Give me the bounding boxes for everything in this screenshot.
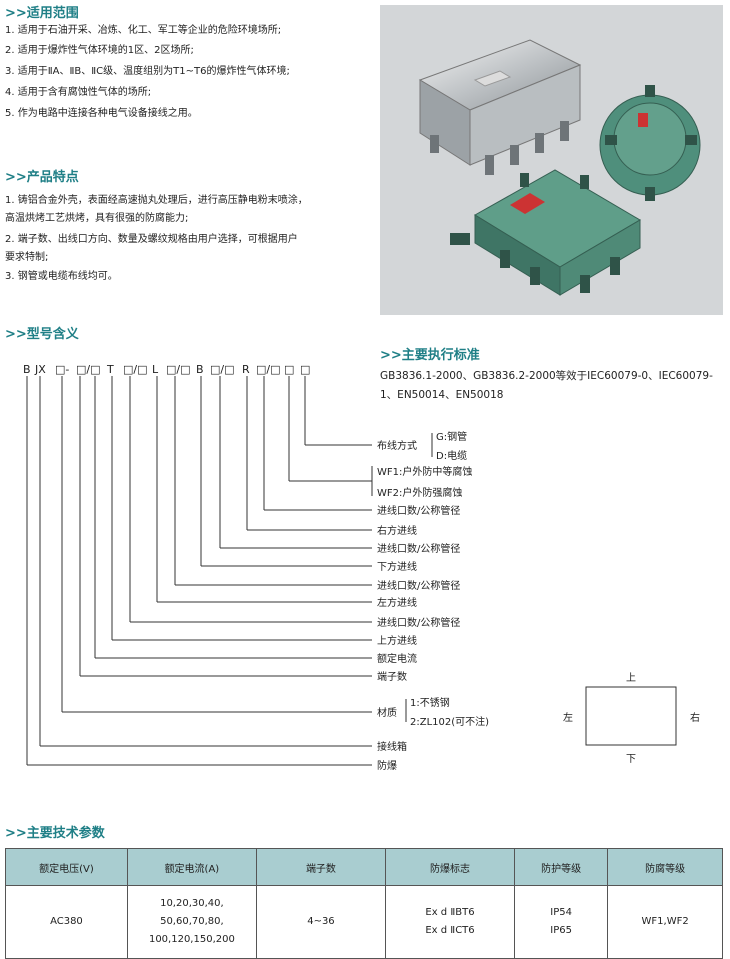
code-terminal-box: □- (55, 363, 69, 376)
label-zl102: 2:ZL102(可不注) (410, 715, 489, 728)
code-left-box: □/□ (166, 363, 191, 376)
direction-left: 左 (563, 711, 573, 724)
label-bottom-entry: 下方进线 (377, 560, 417, 573)
scope-item: 1. 适用于石油开采、冶炼、化工、军工等企业的危险环境场所; (5, 25, 282, 36)
code-right-box: □/□ (256, 363, 281, 376)
model-title: >>型号含义 (5, 327, 79, 342)
label-left-inlets: 进线口数/公称管径 (377, 579, 460, 592)
protection-grade: IP54 (550, 907, 572, 918)
label-right-inlets: 进线口数/公称管径 (377, 504, 460, 517)
label-stainless: 1:不锈钢 (410, 696, 450, 709)
cell-explosion: Ex d ⅡBT6 Ex d ⅡCT6 (384, 885, 516, 959)
current-line: 10,20,30,40, (160, 898, 224, 909)
feature-item: 1. 铸铝合金外壳，表面经高速抛丸处理后，进行高压静电粉末喷涂， (5, 195, 308, 206)
header-terminals: 端子数 (255, 848, 386, 886)
code-corrosion-box: □ (284, 363, 294, 376)
feature-item: 高温烘烤工艺烘烤，具有很强的防腐能力; (5, 213, 189, 224)
cell-corrosion: WF1,WF2 (607, 885, 723, 959)
cell-current: 10,20,30,40, 50,60,70,80, 100,120,150,20… (126, 885, 257, 959)
code-bottom-box: □/□ (210, 363, 235, 376)
cell-protection: IP54 IP65 (514, 885, 609, 959)
code-t: T (106, 363, 114, 376)
scope-item: 4. 适用于含有腐蚀性气体的场所; (5, 87, 152, 98)
label-material: 材质 (377, 706, 397, 719)
protection-grade: IP65 (550, 925, 572, 936)
label-cable: D:电缆 (436, 449, 467, 462)
label-top-inlets: 进线口数/公称管径 (377, 616, 460, 629)
header-explosion: 防爆标志 (384, 848, 516, 886)
current-line: 50,60,70,80, (160, 916, 224, 927)
header-voltage: 额定电压(V) (5, 848, 128, 886)
round-green-box (599, 85, 701, 201)
model-code-diagram: B JX □- □/□ T □/□ L □/□ B □/□ R □/□ □ □ … (23, 363, 700, 772)
label-wf2: WF2:户外防强腐蚀 (377, 486, 462, 499)
code-b1: B (23, 363, 31, 376)
scope-item: 5. 作为电路中连接各种电气设备接线之用。 (5, 108, 198, 119)
label-rated-current: 额定电流 (377, 652, 417, 665)
code-l: L (152, 363, 159, 376)
feature-item: 2. 端子数、出线口方向、数量及螺纹规格由用户选择，可根据用户 (5, 234, 298, 245)
cell-terminals: 4~36 (255, 885, 386, 959)
direction-top: 上 (626, 672, 636, 684)
direction-right: 右 (690, 711, 700, 724)
scope-item: 2. 适用于爆炸性气体环境的1区、2区场所; (5, 45, 194, 56)
label-wiring-method: 布线方式 (377, 439, 417, 452)
header-current: 额定电流(A) (126, 848, 257, 886)
specs-title: >>主要技术参数 (5, 826, 105, 841)
code-r: R (242, 363, 250, 376)
scope-item: 3. 适用于ⅡA、ⅡB、ⅡC级、温度组别为T1~T6的爆炸性气体环境; (5, 66, 290, 77)
standards-title: >>主要执行标准 (380, 348, 480, 363)
code-current-box: □/□ (76, 363, 101, 376)
code-wiring-box: □ (300, 363, 310, 376)
features-title: >>产品特点 (5, 170, 79, 185)
label-explosion-proof: 防爆 (377, 759, 397, 772)
label-left-entry: 左方进线 (377, 596, 417, 609)
header-protection: 防护等级 (514, 848, 609, 886)
standards-text: GB3836.1-2000、GB3836.2-2000等效于IEC60079-0… (380, 370, 713, 401)
label-right-entry: 右方进线 (377, 524, 417, 537)
scope-title: >>适用范围 (5, 6, 79, 21)
explosion-mark: Ex d ⅡBT6 (425, 907, 475, 918)
feature-item: 3. 钢管或电缆布线均可。 (5, 271, 118, 282)
header-corrosion: 防腐等级 (607, 848, 723, 886)
label-top-entry: 上方进线 (377, 634, 417, 647)
code-jx: JX (34, 363, 46, 376)
label-steel-pipe: G:钢管 (436, 430, 467, 443)
cell-voltage: AC380 (5, 885, 128, 959)
feature-item: 要求特制; (5, 252, 49, 263)
table-row: AC380 10,20,30,40, 50,60,70,80, 100,120,… (5, 885, 723, 959)
specs-table: 额定电压(V) 额定电流(A) 端子数 防爆标志 防护等级 防腐等级 AC380… (5, 848, 723, 959)
rect-green-box (450, 169, 641, 296)
direction-bottom: 下 (626, 754, 636, 765)
junction-box-illustration (418, 39, 701, 296)
code-b2: B (196, 363, 204, 376)
label-wf1: WF1:户外防中等腐蚀 (377, 465, 472, 478)
product-photo (380, 5, 723, 315)
code-top-box: □/□ (123, 363, 148, 376)
stainless-box (418, 39, 582, 175)
explosion-mark: Ex d ⅡCT6 (425, 925, 475, 936)
table-header-row: 额定电压(V) 额定电流(A) 端子数 防爆标志 防护等级 防腐等级 (5, 848, 723, 886)
current-line: 100,120,150,200 (148, 934, 235, 945)
label-terminals: 端子数 (377, 670, 407, 683)
label-junction-box: 接线箱 (377, 740, 407, 753)
label-bottom-inlets: 进线口数/公称管径 (377, 542, 460, 555)
